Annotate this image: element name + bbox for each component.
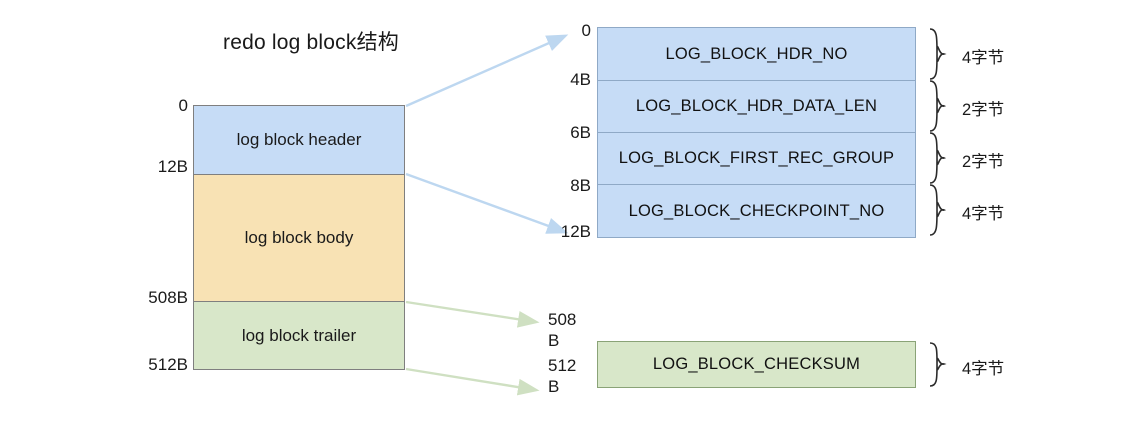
checksum-tick-508b-line1: 508 — [548, 310, 577, 329]
brace-icon — [929, 132, 947, 184]
checksum-tick-508b-line2: B — [548, 331, 560, 350]
block-section-trailer: log block trailer — [193, 301, 405, 370]
left-tick-508b: 508B — [148, 288, 188, 307]
header-field-name: LOG_BLOCK_CHECKPOINT_NO — [628, 201, 885, 220]
block-section-body: log block body — [193, 174, 405, 302]
header-tick-6b: 6B — [570, 123, 591, 142]
arrow-trailer-top — [405, 300, 540, 328]
checksum-tick-512b: 512 B — [548, 355, 594, 397]
brace-group-checksum — [929, 342, 947, 387]
arrow-header-bottom — [405, 172, 569, 234]
left-tick-512b: 512B — [148, 355, 188, 374]
header-tick-4b: 4B — [570, 70, 591, 89]
brace-icon — [929, 80, 947, 132]
header-field-name: LOG_BLOCK_HDR_NO — [665, 44, 848, 63]
block-section-trailer-label: log block trailer — [241, 325, 357, 345]
checksum-tick-512b-line2: B — [548, 377, 560, 396]
redo-log-block: log block header log block body log bloc… — [193, 105, 405, 370]
block-section-header: log block header — [193, 105, 405, 175]
brace-icon — [929, 184, 947, 236]
block-section-body-label: log block body — [244, 228, 354, 247]
brace-icon — [929, 28, 947, 80]
header-tick-0: 0 — [581, 21, 591, 40]
header-tick-8b: 8B — [570, 176, 591, 195]
left-tick-0: 0 — [178, 96, 188, 115]
checksum-field-name: LOG_BLOCK_CHECKSUM — [652, 355, 861, 373]
brace-icon — [929, 342, 947, 387]
log-block-trailer-field: LOG_BLOCK_CHECKSUM — [597, 341, 916, 388]
header-field-row: LOG_BLOCK_HDR_NO — [597, 27, 916, 81]
header-field-size-2: 2字节 — [962, 153, 1005, 171]
header-field-size-0: 4字节 — [962, 49, 1005, 67]
brace-group-header — [929, 28, 947, 236]
header-field-name: LOG_BLOCK_HDR_DATA_LEN — [635, 97, 878, 115]
header-field-name: LOG_BLOCK_FIRST_REC_GROUP — [618, 149, 895, 167]
arrow-trailer-bottom — [405, 367, 540, 396]
header-field-size-1: 2字节 — [962, 101, 1005, 119]
header-field-row: LOG_BLOCK_HDR_DATA_LEN — [597, 80, 916, 133]
log-block-header-fields: LOG_BLOCK_HDR_NO LOG_BLOCK_HDR_DATA_LEN … — [597, 27, 916, 238]
header-tick-12b: 12B — [560, 222, 591, 241]
checksum-tick-508b: 508 B — [548, 309, 594, 351]
arrow-header-top — [405, 34, 569, 108]
left-tick-12b: 12B — [157, 157, 188, 176]
block-section-header-label: log block header — [236, 130, 362, 149]
header-field-size-3: 4字节 — [962, 205, 1005, 223]
checksum-tick-512b-line1: 512 — [548, 356, 577, 375]
diagram-title: redo log block结构 — [223, 31, 399, 54]
header-field-row: LOG_BLOCK_FIRST_REC_GROUP — [597, 132, 916, 185]
header-field-row: LOG_BLOCK_CHECKPOINT_NO — [597, 184, 916, 238]
checksum-field-size: 4字节 — [962, 360, 1005, 378]
